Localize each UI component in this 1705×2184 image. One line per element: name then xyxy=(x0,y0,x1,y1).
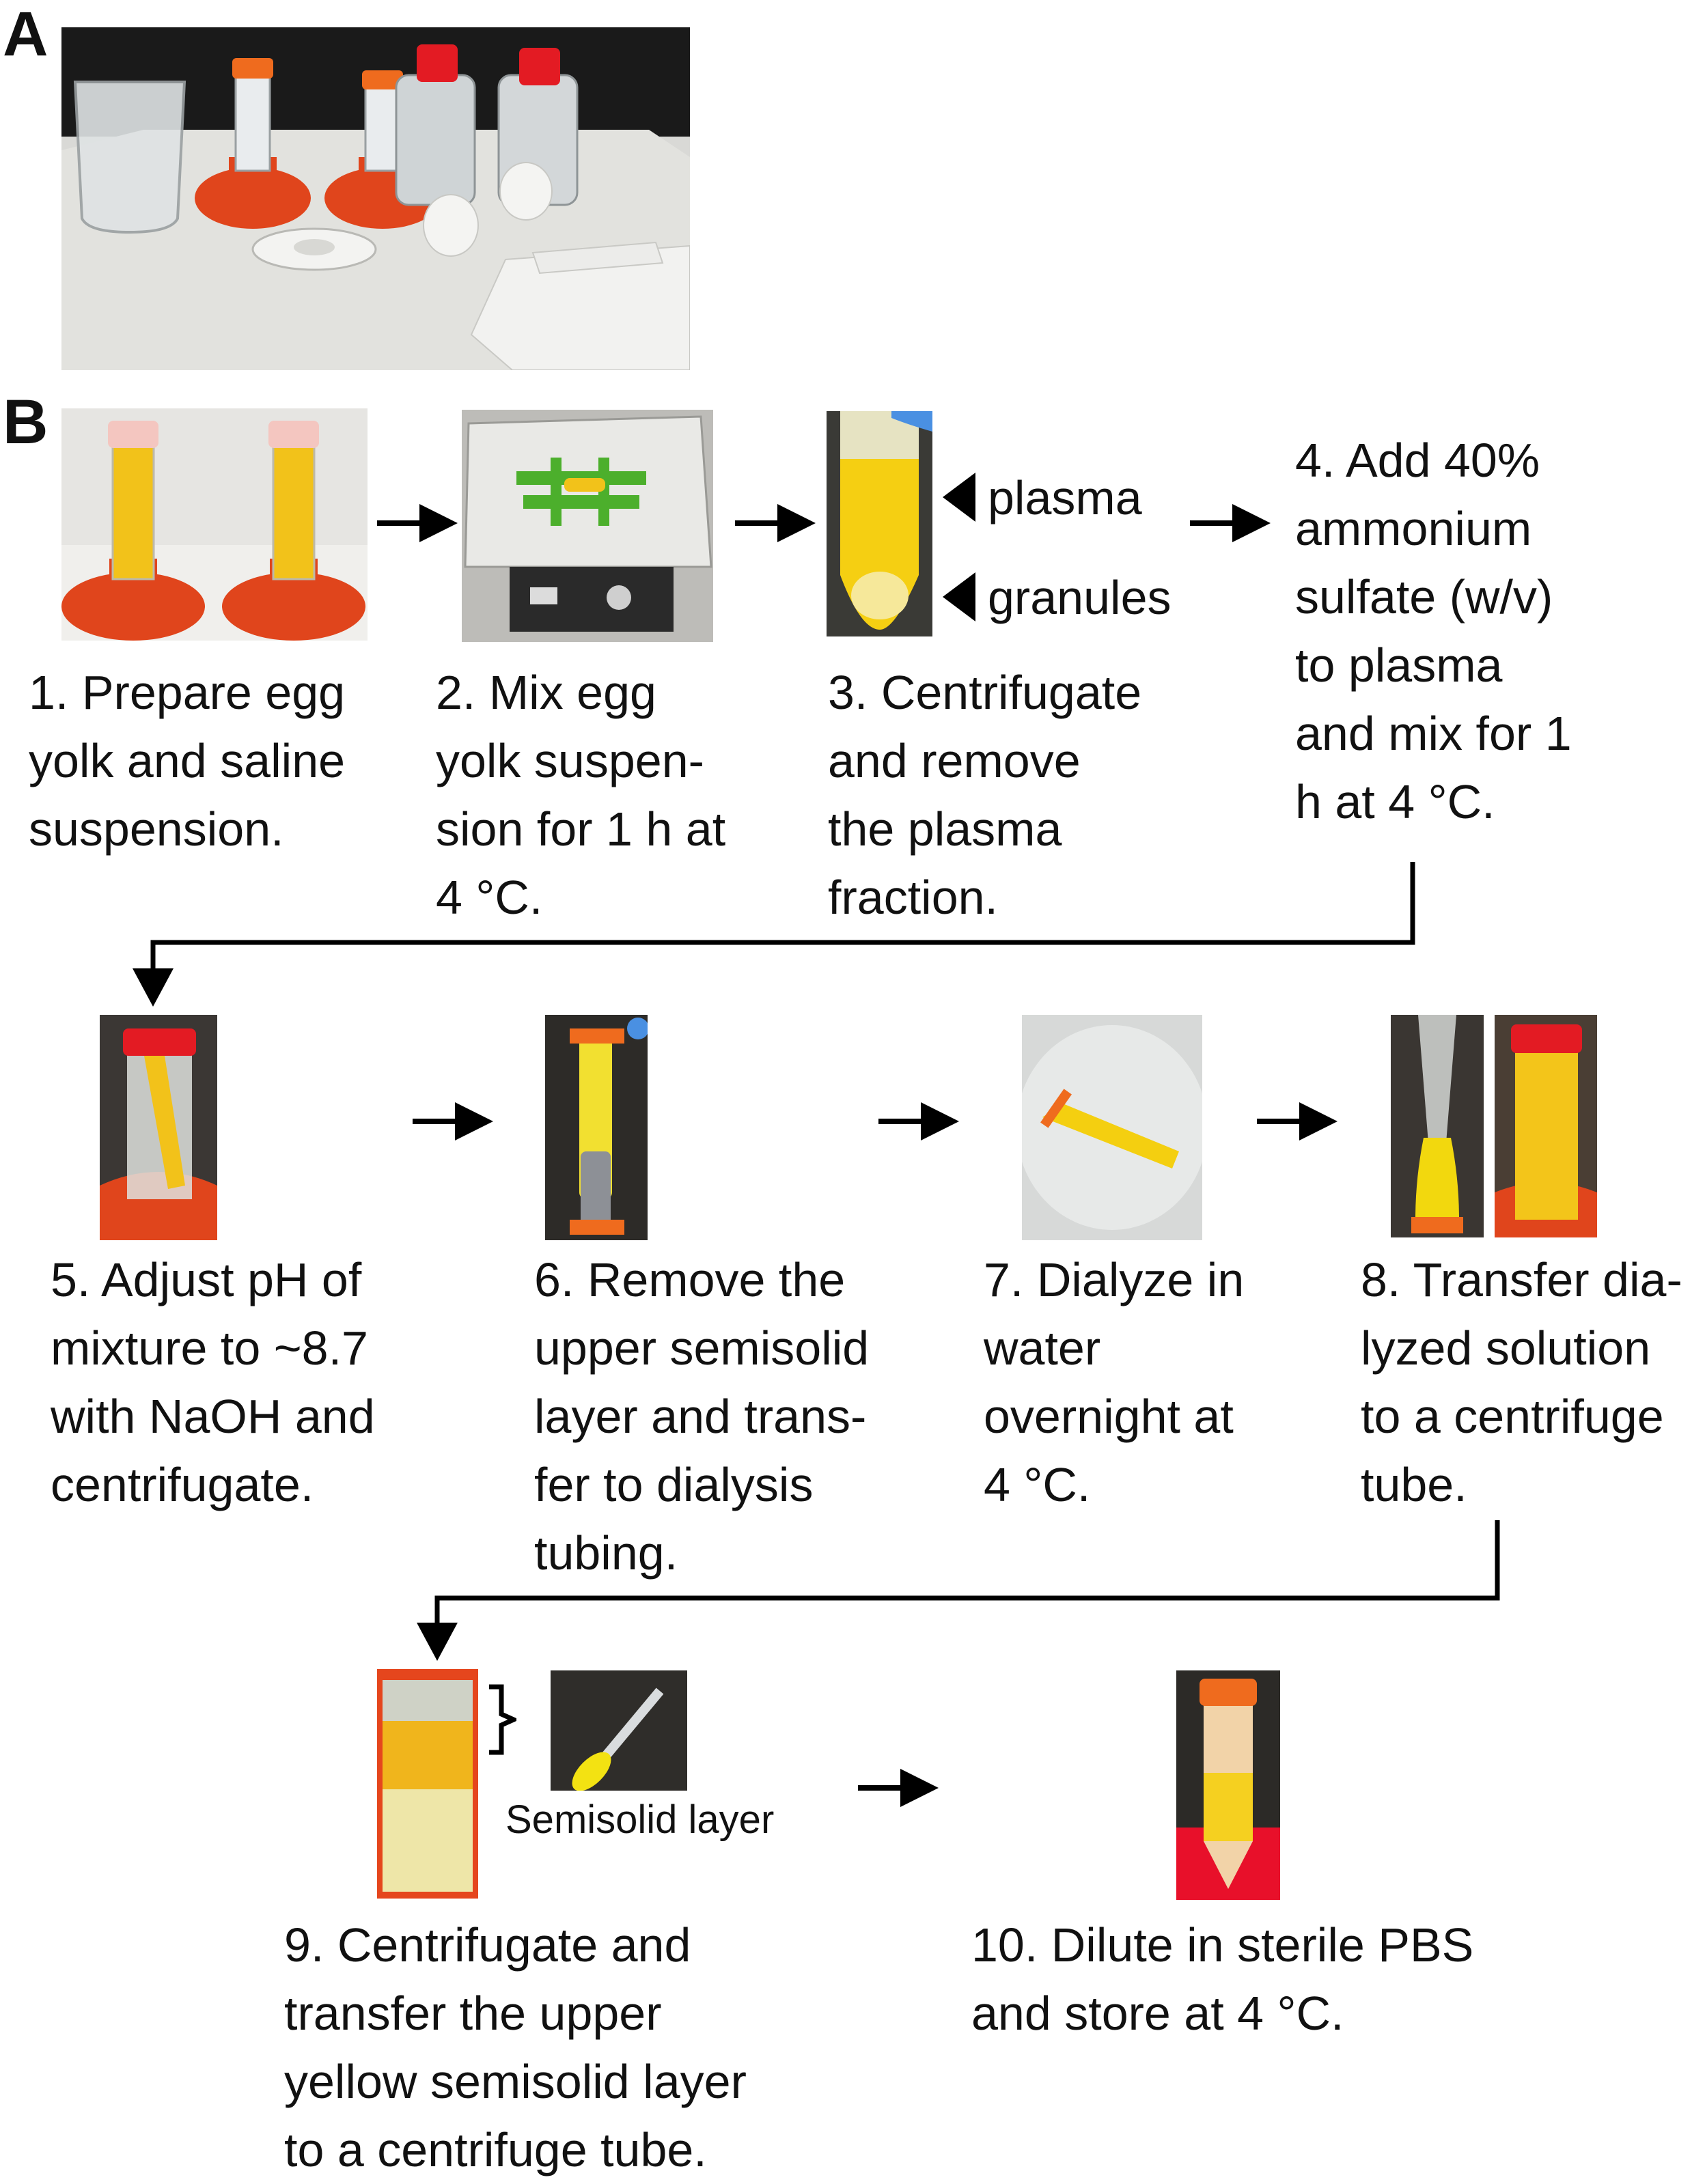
bracket-icon xyxy=(486,1684,516,1755)
step1-photo xyxy=(61,408,368,641)
granules-pointer-icon xyxy=(943,572,975,621)
step-1-text: 1. Prepare egg yolk and saline suspensio… xyxy=(29,666,346,856)
arrow-5-6 xyxy=(413,1101,493,1142)
step-9-text: 9. Centrifugate and transfer the upper y… xyxy=(284,1918,747,2176)
semisolid-photo xyxy=(551,1670,687,1791)
step-8-text: 8. Transfer dia- lyzed solution to a cen… xyxy=(1361,1253,1682,1511)
arrow-3-4 xyxy=(1190,503,1271,544)
step-5-text: 5. Adjust pH of mixture to ~8.7 with NaO… xyxy=(51,1253,375,1511)
arrow-1-2 xyxy=(377,503,458,544)
materials-photo xyxy=(61,27,690,370)
step6-photo xyxy=(545,1015,648,1240)
arrow-6-7 xyxy=(878,1101,959,1142)
plasma-label: plasma xyxy=(988,471,1142,524)
step-3-text: 3. Centrifugate and remove the plasma fr… xyxy=(828,666,1142,924)
step-6-text: 6. Remove the upper semisolid layer and … xyxy=(534,1253,870,1580)
semisolid-layer-label: Semisolid layer xyxy=(505,1797,775,1842)
step-2-text: 2. Mix egg yolk suspen- sion for 1 h at … xyxy=(436,666,726,924)
arrow-9-10 xyxy=(858,1767,939,1808)
step-7-text: 7. Dialyze in water overnight at 4 °C. xyxy=(984,1253,1245,1511)
panel-label-b: B xyxy=(3,387,48,457)
arrow-2-3 xyxy=(735,503,816,544)
step9-photo xyxy=(377,1669,478,1899)
step7-photo xyxy=(1022,1015,1202,1240)
step8-photo-a xyxy=(1391,1015,1484,1237)
step2-photo xyxy=(462,410,713,642)
panel-label-a: A xyxy=(3,0,48,69)
step-10-text: 10. Dilute in sterile PBS and store at 4… xyxy=(971,1918,1474,2040)
step5-photo xyxy=(100,1015,217,1240)
step10-photo xyxy=(1176,1670,1280,1900)
granules-label: granules xyxy=(988,571,1172,624)
plasma-pointer-icon xyxy=(943,473,975,522)
arrow-7-8 xyxy=(1257,1101,1337,1142)
step3-photo xyxy=(827,411,932,636)
step8-photo-b xyxy=(1495,1015,1597,1237)
step-4-text: 4. Add 40% ammonium sulfate (w/v) to pla… xyxy=(1295,434,1572,828)
